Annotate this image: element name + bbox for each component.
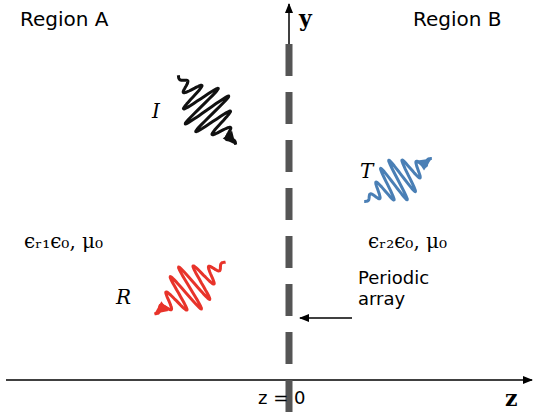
position-label: z = 0: [258, 388, 305, 409]
wave-packet: [154, 262, 225, 314]
wave-label: T: [360, 160, 373, 183]
wave-arrowhead: [154, 301, 168, 313]
wave-arrowhead: [418, 159, 432, 171]
wave-label: I: [152, 100, 160, 123]
wave-arrowhead: [223, 131, 236, 145]
wave-packet: [364, 159, 432, 202]
periodic-array: [286, 44, 293, 412]
region-label: Region B: [413, 8, 502, 31]
array-label: Periodic array: [358, 268, 453, 309]
wave-packet: [178, 75, 235, 144]
leader-arrow: [300, 317, 352, 319]
material-label: ϵᵣ₂ϵ₀, μ₀: [368, 230, 447, 253]
z-axis: [6, 379, 532, 381]
axis-label: y: [299, 6, 312, 31]
material-label: ϵᵣ₁ϵ₀, μ₀: [24, 230, 103, 253]
region-label: Region A: [20, 8, 109, 31]
axis-label: z: [505, 386, 518, 411]
wave-label: R: [116, 286, 131, 309]
